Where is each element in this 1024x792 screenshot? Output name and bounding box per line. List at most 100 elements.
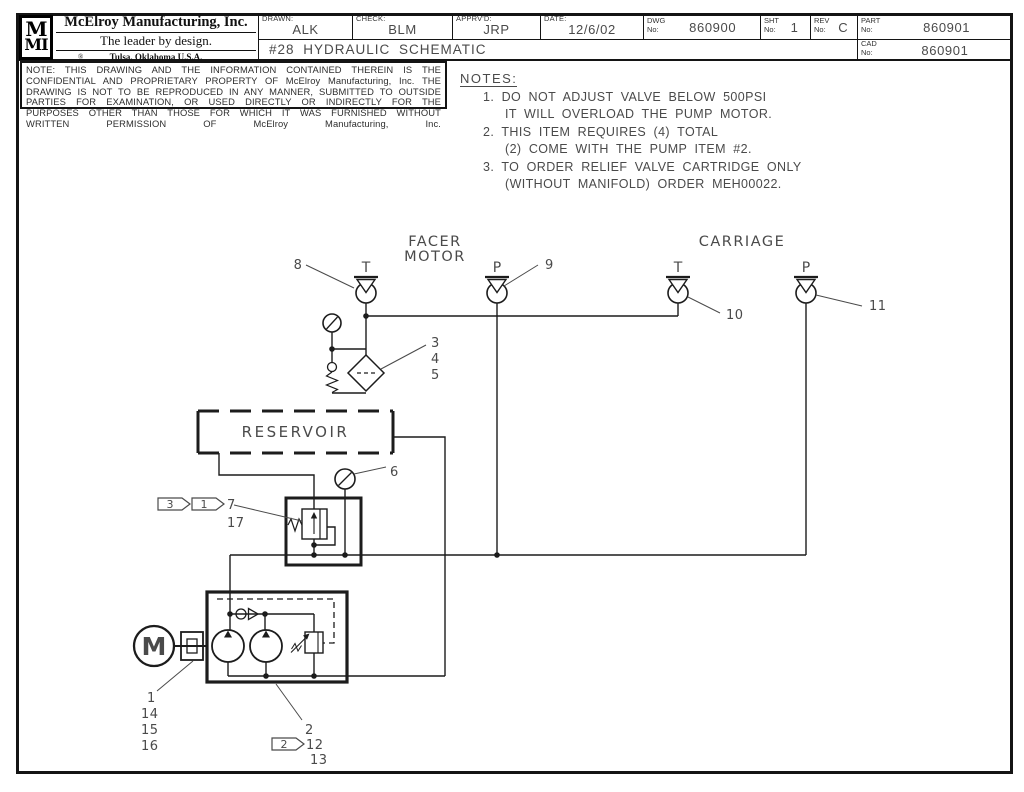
company-location: ®Tulsa, Oklahoma U.S.A. [78,52,203,62]
manifold-block [284,496,363,567]
drawing-title-cell: #28 HYDRAULIC SCHEMATIC [258,40,857,59]
callout-11: 11 [869,299,887,314]
pump-block [205,590,349,684]
sheet-border [16,13,1013,774]
callout-4: 4 [431,352,440,367]
callout-7: 7 [227,498,236,513]
carriage-p-coupling-icon [794,275,818,304]
junction-dots [227,313,500,679]
facer-p-coupling-icon [485,275,509,304]
note-1-line-1: 1. DO NOT ADJUST VALVE BELOW 500PSI [483,90,767,104]
callout-2: 2 [305,723,314,738]
sht-no-value: 1 [790,19,799,35]
carriage-t-coupling-icon [666,275,690,304]
carriage-t-port-label: T [673,260,683,276]
return-to-reservoir-line [393,436,446,676]
date-cell: DATE: 12/6/02 [540,13,643,39]
check-cell: CHECK: BLM [352,13,452,39]
electric-motor-assembly [132,624,204,668]
sht-label: SHT [764,15,779,25]
return-filter-assembly [322,313,386,394]
apprvd-cell: APPRV'D: JRP [452,13,540,39]
electric-motor-icon [132,624,176,668]
company-tagline: The leader by design. [56,33,256,51]
rev-no-label: No: [814,24,826,34]
cad-no-label: No: [861,48,873,57]
apprvd-value: JRP [483,22,510,37]
facer-t-coupling-icon [354,275,378,304]
note-1-line-2: IT WILL OVERLOAD THE PUMP MOTOR. [505,107,773,122]
drawn-cell: DRAWN: ALK [258,13,352,39]
bypass-spring-icon [324,371,340,394]
pressure-gauge-icon [334,468,356,490]
callout-6: 6 [390,465,399,480]
note-3-line-1: 3. TO ORDER RELIEF VALVE CARTRIDGE ONLY [483,159,802,174]
check-value: BLM [388,22,417,37]
rev-no-value: C [838,19,849,35]
pump-element-1-icon [211,629,245,663]
notes-section: NOTES: 1. DO NOT ADJUST VALVE BELOW 500P… [457,70,802,193]
cad-label: CAD [861,39,877,49]
proprietary-note-text: NOTE: THIS DRAWING AND THE INFORMATION C… [26,64,441,129]
callout-12: 12 [306,738,324,753]
bypass-check-valve-icon [326,361,338,373]
facer-motor-label-line1: FACER [408,234,462,250]
callout-9: 9 [545,258,554,273]
note-2-line-2: (2) COME WITH THE PUMP ITEM #2. [505,142,752,157]
note-3-line-2: (WITHOUT MANIFOLD) ORDER MEH00022. [505,177,782,192]
carriage-label: CARRIAGE [699,234,786,250]
note-flag-2-icon [271,737,305,751]
company-name: McElroy Manufacturing, Inc. [56,14,256,33]
note-flag-2-number: 2 [281,738,288,751]
unloader-valve-icon [304,631,324,654]
title-block-row1: DRAWN: ALK CHECK: BLM APPRV'D: JRP DATE:… [258,13,1013,40]
callout-13: 13 [310,753,328,768]
callout-14: 14 [141,707,159,722]
part-label: PART [861,15,881,25]
proprietary-note-box: NOTE: THIS DRAWING AND THE INFORMATION C… [20,61,447,129]
callout-5: 5 [431,368,440,383]
drawn-value: ALK [292,22,319,37]
drawn-label: DRAWN: [262,14,294,23]
cad-no-value: 860901 [921,43,969,58]
pump-check-valve-icon [235,608,247,620]
check-label: CHECK: [356,14,386,23]
note-2-line-1: 2. THIS ITEM REQUIRES (4) TOTAL [483,124,719,139]
callout-15: 15 [141,723,159,738]
logo-letter-m: M [25,17,47,41]
callout-17: 17 [227,516,245,531]
date-label: DATE: [544,14,567,23]
reservoir-symbol [196,409,395,455]
hydraulic-lines [174,303,807,677]
registered-mark: ® [78,53,84,61]
part-no-label: No: [861,24,873,34]
facer-p-port-label: P [493,260,501,276]
pump-assembly [205,590,349,684]
note-flag-1-number: 1 [201,498,208,511]
relief-return-line [218,453,315,509]
apprvd-label: APPRV'D: [456,14,492,23]
shaft-coupling-icon [180,631,204,661]
callout-8: 8 [294,258,303,273]
relief-valve-manifold [284,468,363,567]
title-block: M MI McElroy Manufacturing, Inc. The lea… [16,13,1013,62]
pump-element-2-icon [249,629,283,663]
pilot-drain-dashed-line [217,598,335,644]
note-flag-3-icon [157,497,191,511]
callout-leaders [156,264,863,721]
rev-label: REV [814,15,830,25]
dwg-no-label: No: [647,24,659,34]
company-block: McElroy Manufacturing, Inc. The leader b… [56,14,256,62]
drawing-title: #28 HYDRAULIC SCHEMATIC [269,42,487,57]
part-no-value: 860901 [923,19,971,35]
callout-3: 3 [431,336,440,351]
dwg-no-value: 860900 [689,19,737,35]
dwg-label: DWG [647,15,666,25]
sht-no-label: No: [764,24,776,34]
